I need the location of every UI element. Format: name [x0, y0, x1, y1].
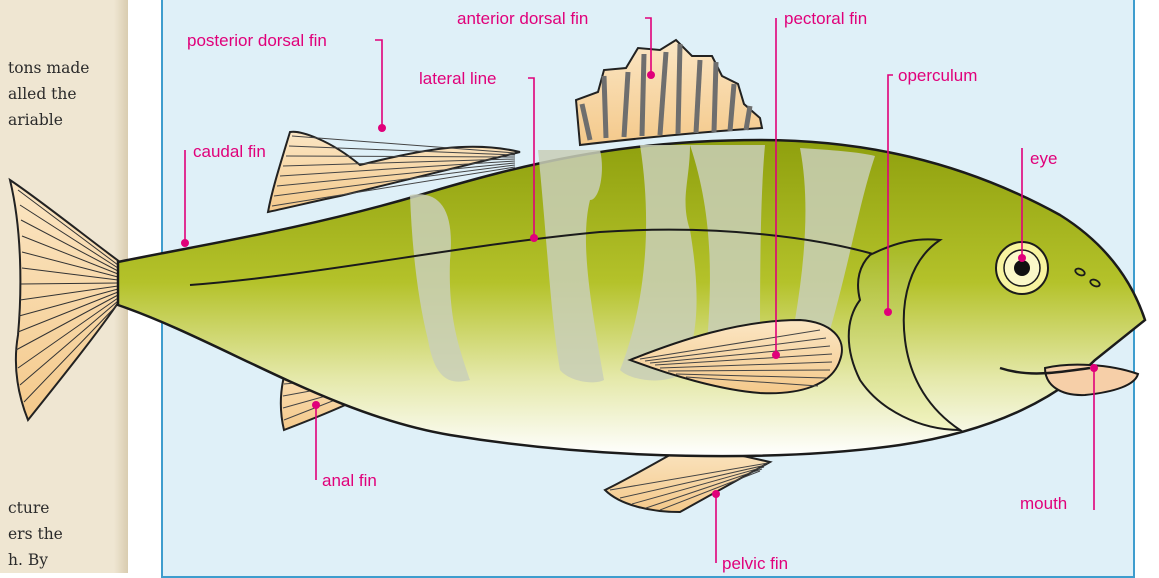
caudal-fin-dot [181, 239, 189, 247]
label-posterior-dorsal-fin: posterior dorsal fin [187, 31, 327, 50]
label-lateral-line: lateral line [419, 69, 497, 88]
anal-fin-dot [312, 401, 320, 409]
label-pelvic-fin: pelvic fin [722, 554, 788, 573]
pectoral-fin-dot [772, 351, 780, 359]
mouth-dot [1090, 364, 1098, 372]
label-caudal-fin: caudal fin [193, 142, 266, 161]
eye-dot [1018, 254, 1026, 262]
lateral-line-dot [530, 234, 538, 242]
pelvic-fin-dot [712, 490, 720, 498]
label-anterior-dorsal-fin: anterior dorsal fin [457, 9, 588, 28]
label-operculum: operculum [898, 66, 977, 85]
fish-body [118, 140, 1145, 456]
label-mouth: mouth [1020, 494, 1067, 513]
label-anal-fin: anal fin [322, 471, 377, 490]
anterior-dorsal-fin-shape [576, 40, 762, 145]
posterior-dorsal-fin-dot [378, 124, 386, 132]
label-eye: eye [1030, 149, 1057, 168]
anterior-dorsal-fin-dot [647, 71, 655, 79]
label-pectoral-fin: pectoral fin [784, 9, 867, 28]
caudal-fin-shape [10, 180, 120, 420]
operculum-dot [884, 308, 892, 316]
